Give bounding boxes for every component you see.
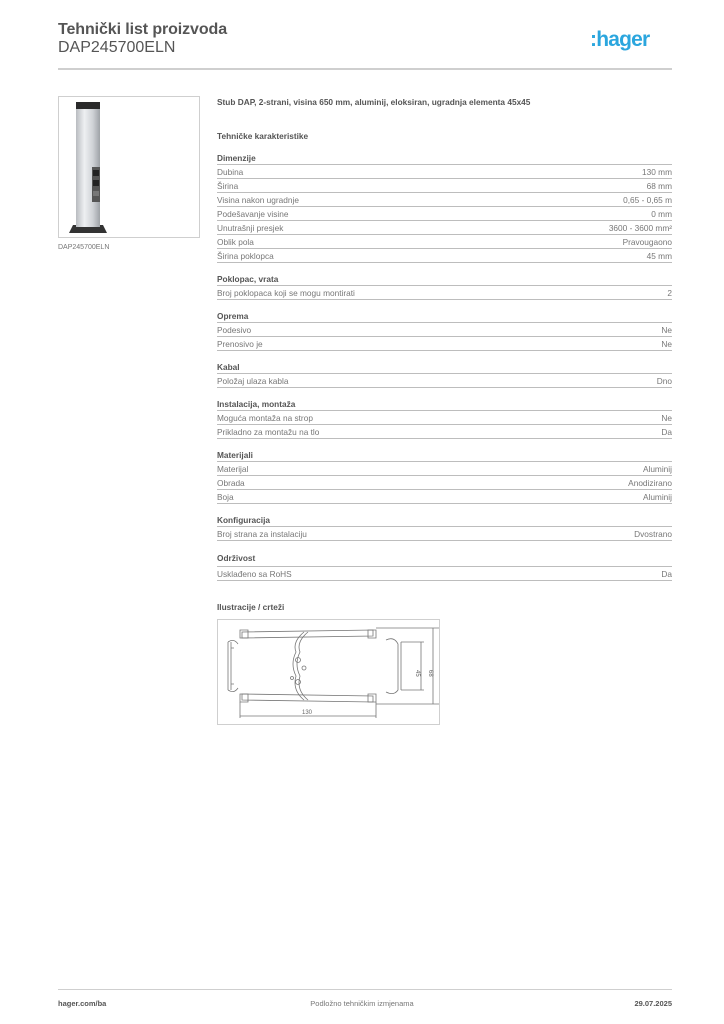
spec-sheet: Stub DAP, 2-strani, visina 650 mm, alumi… bbox=[217, 96, 672, 725]
section-poklopac: Poklopac, vrata Broj poklopaca koji se m… bbox=[217, 273, 672, 300]
specs-heading: Tehničke karakteristike bbox=[217, 131, 309, 141]
section-title: Kabal bbox=[217, 361, 672, 374]
section-title: Instalacija, montaža bbox=[217, 398, 672, 411]
page-title: Tehnički list proizvoda bbox=[58, 21, 227, 38]
product-image-caption: DAP245700ELN bbox=[58, 244, 110, 251]
footer-website-link[interactable]: hager.com/ba bbox=[58, 999, 107, 1008]
product-code: DAP245700ELN bbox=[58, 39, 176, 56]
hager-logo: :hager bbox=[590, 28, 650, 51]
section-title: Poklopac, vrata bbox=[217, 273, 672, 286]
cross-section-drawing-icon: 130 45 68 bbox=[227, 627, 440, 718]
svg-text:68: 68 bbox=[427, 670, 433, 677]
product-image bbox=[58, 96, 200, 238]
svg-text:130: 130 bbox=[302, 710, 313, 716]
header-divider bbox=[58, 68, 672, 70]
svg-text:45: 45 bbox=[414, 670, 420, 677]
section-title: Dimenzije bbox=[217, 152, 672, 165]
section-konfiguracija: Konfiguracija Broj strana za instalaciju… bbox=[217, 514, 672, 541]
footer-note: Podložno tehničkim izmjenama bbox=[310, 999, 414, 1008]
technical-drawing: 130 45 68 bbox=[217, 619, 440, 725]
section-title: Materijali bbox=[217, 449, 672, 462]
product-column-icon bbox=[69, 102, 107, 233]
illustrations-heading: Ilustracije / crteži bbox=[217, 602, 285, 612]
section-title: Oprema bbox=[217, 310, 672, 323]
section-instalacija: Instalacija, montaža Moguća montaža na s… bbox=[217, 398, 672, 439]
section-title: Konfiguracija bbox=[217, 514, 672, 527]
product-description: Stub DAP, 2-strani, visina 650 mm, alumi… bbox=[217, 97, 531, 107]
footer-date: 29.07.2025 bbox=[634, 999, 672, 1008]
section-title: Održivost bbox=[217, 551, 672, 567]
footer-divider bbox=[58, 989, 672, 990]
